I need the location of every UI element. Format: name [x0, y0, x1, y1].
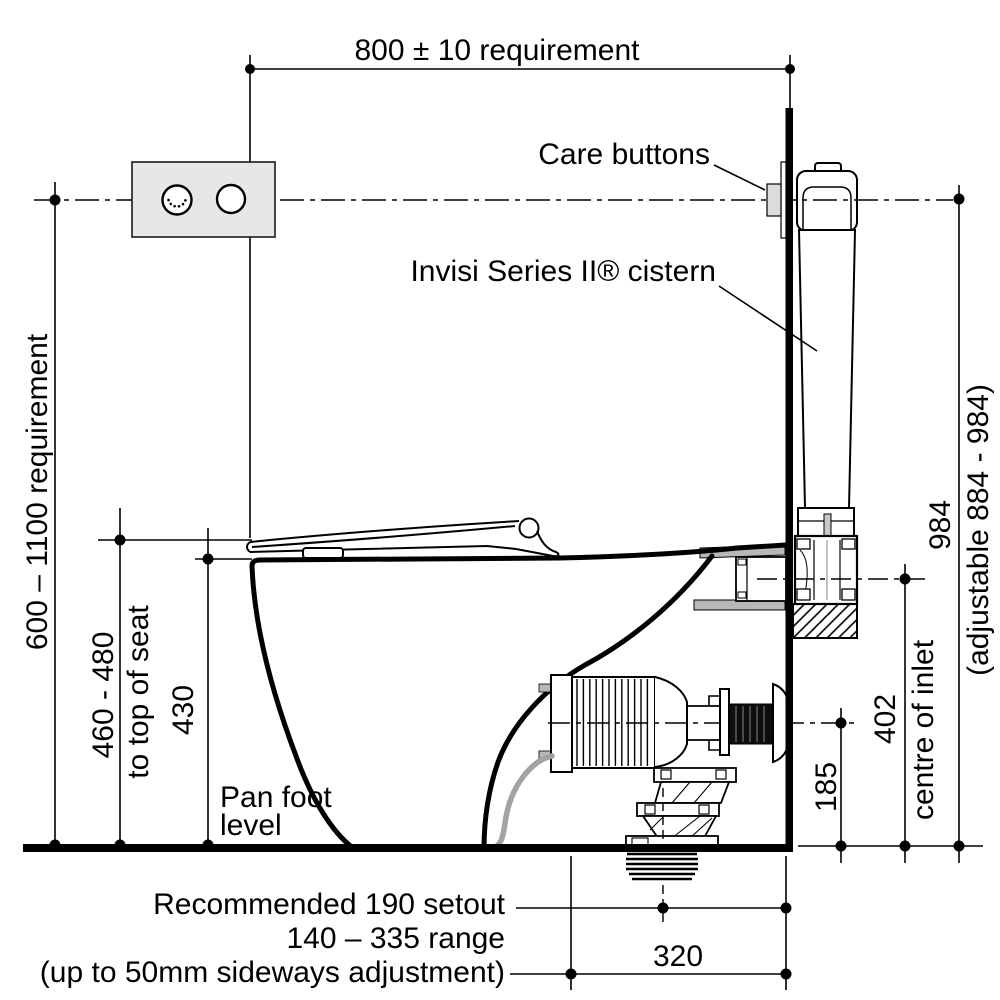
label-adjustable-884-984: (adjustable 884 - 984): [962, 384, 995, 676]
label-sideways-adjustment: (up to 50mm sideways adjustment): [40, 956, 505, 989]
label-430: 430: [167, 685, 200, 735]
inlet-valve-box: [793, 534, 859, 606]
flex-hose: [492, 753, 555, 850]
label-pan-foot: Pan foot: [220, 781, 332, 814]
care-button-right: [215, 183, 247, 215]
seat-bumper: [302, 547, 344, 559]
wall-button: [766, 161, 787, 239]
label-402: 402: [869, 694, 902, 744]
seat-hinge-knob: [518, 517, 540, 539]
label-320: 320: [653, 940, 703, 973]
label-recommended-setout: Recommended 190 setout: [153, 888, 506, 921]
label-cistern: Invisi Series II® cistern: [410, 255, 716, 288]
care-button-left: [161, 184, 193, 216]
pan-front: [249, 563, 356, 851]
leader-care-buttons: [713, 164, 766, 191]
floor-line: [23, 844, 793, 852]
label-centre-of-inlet: centre of inlet: [907, 639, 940, 820]
label-460-480: 460 - 480: [87, 632, 120, 759]
toilet-seat: [246, 517, 560, 559]
wall: [785, 108, 793, 852]
leader-cistern: [718, 285, 818, 352]
flush-inlet-channel: [693, 544, 787, 611]
cistern-cap: [796, 170, 858, 232]
label-185: 185: [810, 762, 843, 812]
floor-pipe: [626, 852, 698, 881]
label-600-1100-requirement: 600 – 1100 requirement: [21, 333, 54, 650]
inlet-hatch-block: [792, 603, 858, 639]
label-to-top-of-seat: to top of seat: [122, 605, 155, 779]
outlet-pipe-wall: [719, 682, 789, 764]
dimension-lines: [54, 55, 983, 990]
label-984: 984: [924, 500, 957, 550]
cistern-tank: [796, 162, 858, 537]
cistern-body: [797, 229, 857, 509]
label-pan-foot-level: level: [220, 809, 282, 842]
pan-rim: [249, 542, 789, 569]
dimension-dots: [49, 64, 965, 980]
label-800-requirement: 800 ± 10 requirement: [355, 34, 641, 67]
label-setout-range: 140 – 335 range: [286, 922, 505, 955]
care-button-panel: [131, 161, 276, 238]
label-care-buttons: Care buttons: [538, 138, 710, 171]
cistern-cap-inner: [802, 186, 852, 231]
outlet-elbow: [625, 767, 737, 846]
